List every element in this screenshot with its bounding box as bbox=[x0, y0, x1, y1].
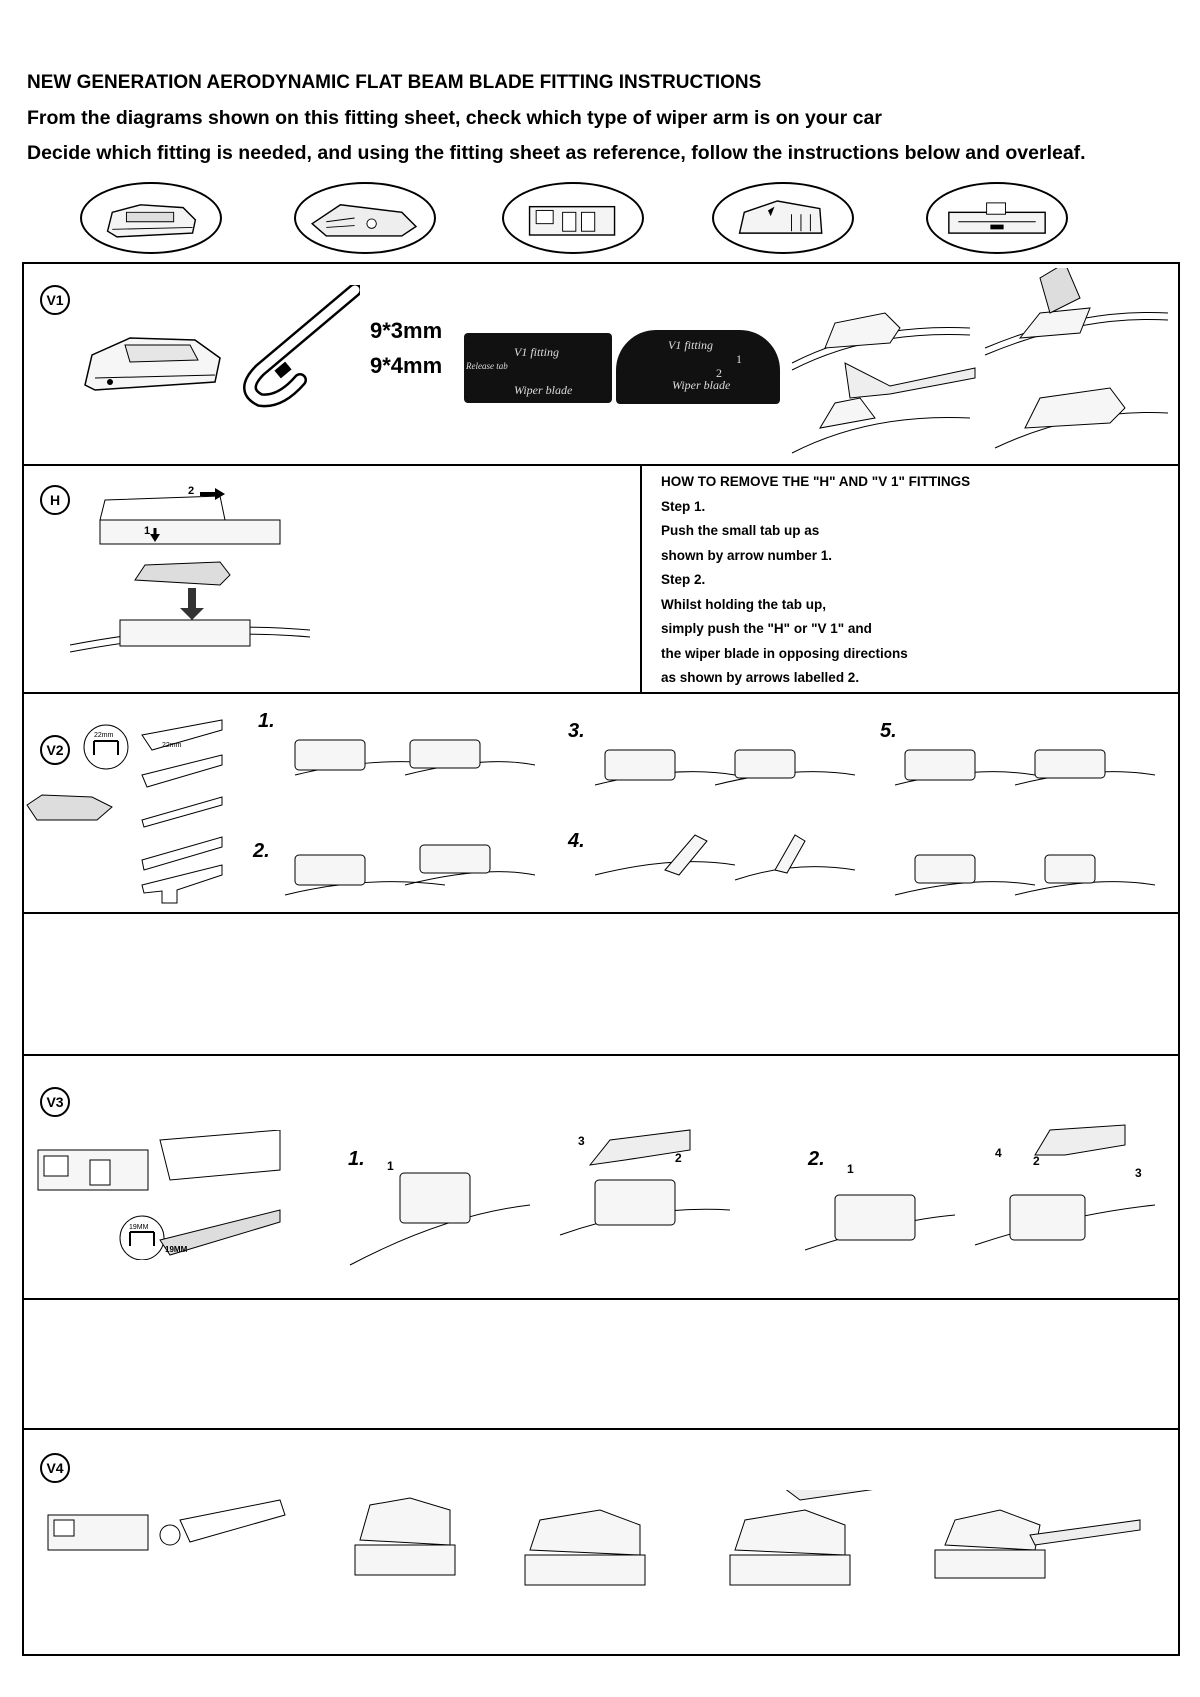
v3-callout-1: 1 bbox=[387, 1159, 394, 1173]
v1-photo2-arrow-1: 1 bbox=[736, 352, 742, 366]
fitting-icon-h bbox=[926, 182, 1068, 254]
instructions-step2: Step 2. bbox=[661, 572, 706, 587]
v3-callout-4: 4 bbox=[995, 1146, 1002, 1160]
v3-adapter-illustrations: 19MM 19MM bbox=[37, 1130, 281, 1260]
v3-callout-3b: 3 bbox=[1135, 1166, 1142, 1180]
fitting-icon-v3 bbox=[502, 182, 644, 254]
v1-photo2-arrow-2: 2 bbox=[716, 366, 722, 380]
instructions-step1-b: shown by arrow number 1. bbox=[661, 547, 833, 563]
v1-fitting-sequence-illustration bbox=[791, 268, 1169, 454]
v3-step-1: 1. bbox=[348, 1148, 365, 1170]
v2-step-4: 4. bbox=[568, 830, 585, 852]
v3-width-label: 19MM bbox=[129, 1224, 149, 1231]
instructions-step1: Step 1. bbox=[661, 498, 706, 514]
badge-v4: V4 bbox=[40, 1453, 70, 1483]
v3-callout-2: 2 bbox=[675, 1151, 682, 1165]
v2-step-2: 2. bbox=[253, 840, 270, 862]
v1-photo2-label-fitting: V1 fitting bbox=[668, 338, 713, 352]
instructions-title: HOW TO REMOVE THE "H" AND "V 1" FITTINGS bbox=[661, 474, 971, 489]
v2-fitting-sequence-illustration bbox=[284, 739, 1156, 896]
v4-fitting-sequence-illustration bbox=[47, 1490, 1141, 1586]
v2-step-5: 5. bbox=[880, 720, 897, 742]
section-v4 bbox=[22, 1428, 1180, 1656]
intro-line-2: Decide which fitting is needed, and usin… bbox=[27, 142, 1086, 164]
badge-v1: V1 bbox=[40, 285, 70, 315]
section-blank-2 bbox=[22, 1298, 1180, 1430]
h-removal-instructions: HOW TO REMOVE THE "H" AND "V 1" FITTINGS… bbox=[661, 470, 970, 691]
v3-fitting-sequence-illustration: 1 3 2 1 4 2 3 bbox=[349, 1124, 1156, 1266]
h-arrow-2-label: 2 bbox=[188, 485, 194, 497]
v1-size-9x4: 9*4mm bbox=[370, 353, 443, 378]
fitting-icon-v2 bbox=[294, 182, 436, 254]
v2-step-3: 3. bbox=[568, 720, 585, 742]
v1-adapter-illustration bbox=[84, 337, 221, 391]
intro-line-1: From the diagrams shown on this fitting … bbox=[27, 107, 882, 129]
v1-arm-hook-illustration bbox=[243, 285, 360, 408]
page-title: NEW GENERATION AERODYNAMIC FLAT BEAM BLA… bbox=[27, 72, 762, 93]
v1-photo2-label-blade: Wiper blade bbox=[672, 378, 731, 392]
v1-photo-fitting: V1 fitting Wiper blade Release tab bbox=[464, 333, 612, 403]
badge-v2: V2 bbox=[40, 735, 70, 765]
badge-h: H bbox=[40, 485, 70, 515]
instructions-step2-c: the wiper blade in opposing directions bbox=[661, 645, 908, 661]
v2-width-label: 22mm bbox=[94, 732, 114, 739]
v3-width-label-2: 19MM bbox=[165, 1245, 188, 1254]
badge-v3: V3 bbox=[40, 1087, 70, 1117]
v2-step-1: 1. bbox=[258, 710, 275, 732]
v2-adapter-illustrations: 22mm 22mm bbox=[26, 719, 223, 904]
v1-photo-label-blade: Wiper blade bbox=[514, 383, 573, 397]
v1-photo-release: V1 fitting Wiper blade 1 2 bbox=[616, 330, 780, 404]
section-blank-1 bbox=[22, 912, 1180, 1056]
instructions-step2-d: as shown by arrows labelled 2. bbox=[661, 670, 860, 685]
instructions-step2-a: Whilst holding the tab up, bbox=[661, 596, 826, 612]
instructions-step1-a: Push the small tab up as bbox=[661, 523, 820, 538]
v1-photo-label-tab: Release tab bbox=[466, 361, 508, 371]
v3-step-2: 2. bbox=[808, 1148, 825, 1170]
v2-width-label-2: 22mm bbox=[162, 742, 182, 749]
fitting-icon-v4 bbox=[712, 182, 854, 254]
fitting-icon-v1 bbox=[80, 182, 222, 254]
h-fitting-illustration: 1 2 bbox=[69, 485, 311, 653]
instructions-step2-b: simply push the "H" or "V 1" and bbox=[661, 621, 872, 636]
h-arrow-1-label: 1 bbox=[144, 525, 150, 537]
v3-callout-2b: 2 bbox=[1033, 1154, 1040, 1168]
h-divider bbox=[640, 465, 642, 693]
v1-size-9x3: 9*3mm bbox=[370, 318, 443, 343]
v1-photo-label-fitting: V1 fitting bbox=[514, 345, 559, 359]
v3-callout-3: 3 bbox=[578, 1134, 585, 1148]
v3-callout-1b: 1 bbox=[847, 1162, 854, 1176]
